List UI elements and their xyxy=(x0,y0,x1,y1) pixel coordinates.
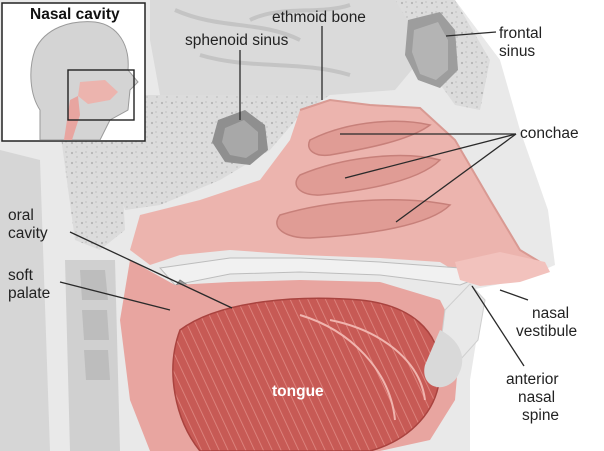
label-oral-cavity-line2: cavity xyxy=(8,225,48,242)
sphenoid-sinus-cavity xyxy=(212,110,268,165)
label-soft-palate-line1: soft xyxy=(8,267,34,284)
nose-tip xyxy=(424,252,550,388)
oral-cavity-region xyxy=(120,260,460,451)
label-soft-palate-line2: palate xyxy=(8,285,50,302)
label-ethmoid-bone: ethmoid bone xyxy=(272,9,366,26)
label-anterior-nasal-spine-line1: anterior xyxy=(506,371,559,388)
label-anterior-nasal-spine-line3: spine xyxy=(522,407,559,424)
label-nasal-vestibule-line1: nasal xyxy=(532,305,569,322)
label-frontal-sinus-line2: sinus xyxy=(499,43,535,60)
label-anterior-nasal-spine-line2: nasal xyxy=(518,389,555,406)
frontal-sinus-cavity xyxy=(405,12,458,88)
label-nasal-vestibule-line2: vestibule xyxy=(516,323,577,340)
conchae-shapes xyxy=(276,120,452,239)
label-sphenoid-sinus: sphenoid sinus xyxy=(185,32,289,49)
inset-title: Nasal cavity xyxy=(30,6,120,23)
label-frontal-sinus-line1: frontal xyxy=(499,25,542,42)
labels: ethmoid bone sphenoid sinus frontal sinu… xyxy=(8,9,579,424)
label-conchae: conchae xyxy=(520,125,579,142)
label-tongue: tongue xyxy=(272,383,324,400)
leader-lines xyxy=(59,26,529,367)
inset-head: Nasal cavity xyxy=(1,2,146,142)
skull-bone xyxy=(0,0,490,451)
label-oral-cavity-line1: oral xyxy=(8,207,34,224)
